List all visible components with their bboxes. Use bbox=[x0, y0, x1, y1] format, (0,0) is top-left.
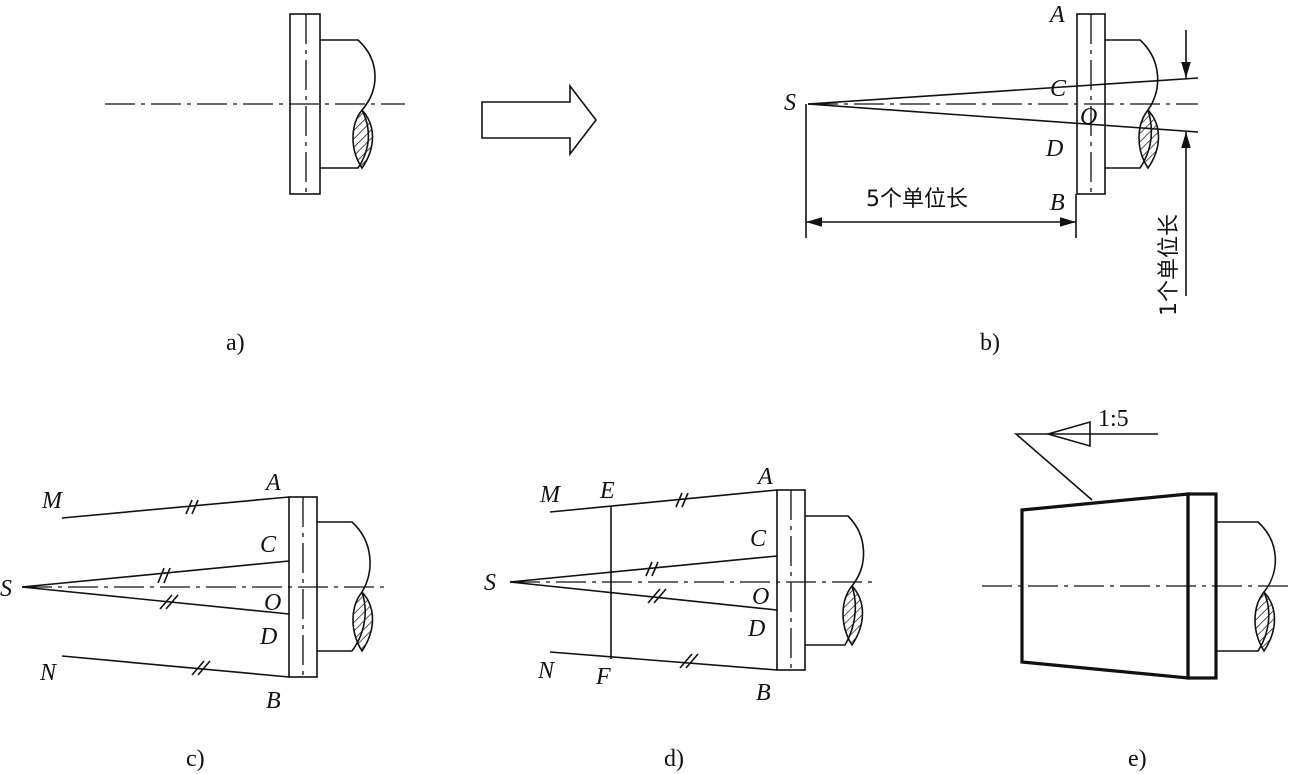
caption-d: d) bbox=[664, 746, 684, 772]
caption-a: a) bbox=[226, 330, 245, 356]
taper-leader bbox=[1013, 433, 1158, 501]
label-B: B bbox=[756, 680, 771, 706]
line-NB bbox=[61, 655, 290, 678]
parallel-marks bbox=[645, 492, 699, 669]
taper-symbol-icon bbox=[1045, 420, 1091, 448]
caption-c: c) bbox=[186, 746, 205, 772]
ray-SD bbox=[509, 581, 778, 611]
shaft-top bbox=[320, 39, 376, 111]
break-section bbox=[352, 108, 374, 170]
panel-d: S M N E F A C O D B d) bbox=[484, 464, 878, 772]
taper-ratio: 1:5 bbox=[1098, 406, 1129, 432]
label-S: S bbox=[0, 576, 12, 602]
label-A: A bbox=[1048, 2, 1065, 28]
shaft-top bbox=[317, 521, 371, 593]
label-F: F bbox=[595, 664, 611, 690]
line-MA bbox=[61, 496, 290, 519]
label-O: O bbox=[752, 584, 769, 610]
label-D: D bbox=[747, 616, 765, 642]
line-NB bbox=[549, 651, 778, 671]
label-E: E bbox=[599, 478, 615, 504]
break-section bbox=[1254, 590, 1276, 653]
label-A: A bbox=[756, 464, 773, 490]
label-D: D bbox=[259, 624, 277, 650]
label-C: C bbox=[1050, 76, 1067, 102]
panel-c: S M N A C O D B c) bbox=[0, 470, 390, 772]
break-section bbox=[842, 584, 864, 647]
transform-arrow bbox=[481, 83, 598, 157]
ray-SC bbox=[807, 77, 1199, 105]
flange bbox=[289, 13, 321, 195]
panel-a: a) bbox=[105, 13, 405, 356]
label-N: N bbox=[537, 658, 556, 684]
break-section bbox=[352, 590, 374, 653]
parallel-marks bbox=[157, 499, 211, 676]
label-N: N bbox=[39, 660, 58, 686]
label-B: B bbox=[1050, 190, 1065, 216]
label-B: B bbox=[266, 688, 281, 714]
label-D: D bbox=[1045, 136, 1063, 162]
panel-e: 1:5 e) bbox=[982, 406, 1291, 772]
ray-SD bbox=[807, 103, 1199, 133]
shaft-top bbox=[1105, 39, 1159, 111]
shaft-top bbox=[1216, 521, 1277, 593]
line-MA bbox=[549, 489, 778, 513]
label-S: S bbox=[784, 90, 796, 116]
label-S: S bbox=[484, 570, 496, 596]
ray-SC bbox=[21, 560, 290, 588]
label-O: O bbox=[1080, 104, 1097, 130]
label-C: C bbox=[260, 532, 277, 558]
panel-b: S A C O D B 5个单位长 1个单位长 b) bbox=[784, 2, 1199, 356]
shaft-top bbox=[805, 515, 865, 587]
label-A: A bbox=[264, 470, 281, 496]
label-O: O bbox=[264, 590, 281, 616]
dimension-length-label: 5个单位长 bbox=[866, 187, 968, 212]
label-M: M bbox=[41, 488, 64, 514]
label-M: M bbox=[539, 482, 562, 508]
flange bbox=[1186, 492, 1218, 680]
break-section bbox=[1138, 108, 1160, 170]
label-C: C bbox=[750, 526, 767, 552]
caption-e: e) bbox=[1128, 746, 1147, 772]
dimension-unit-label: 1个单位长 bbox=[1157, 214, 1182, 316]
ray-SD bbox=[21, 586, 290, 615]
ray-SC bbox=[509, 555, 778, 583]
caption-b: b) bbox=[980, 330, 1000, 356]
